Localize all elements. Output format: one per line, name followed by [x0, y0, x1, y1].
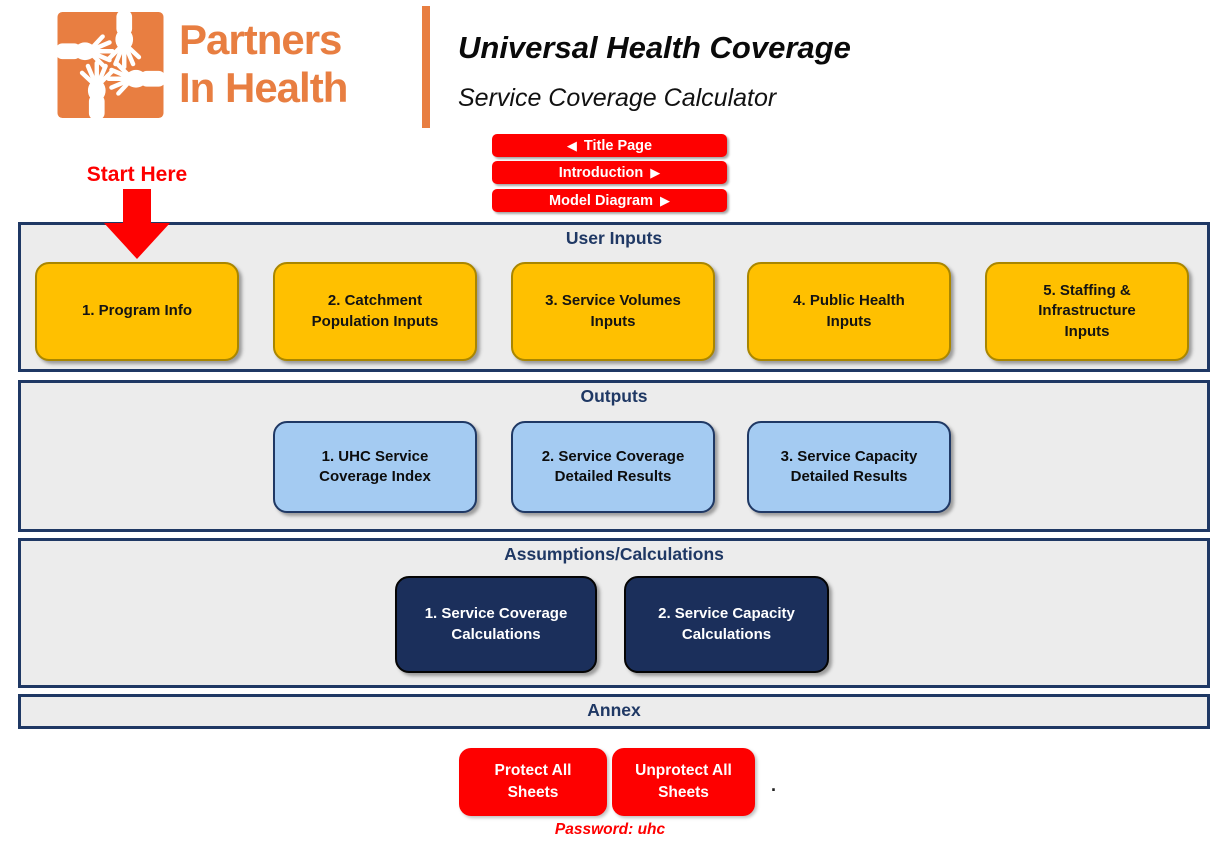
brand-line-1: Partners — [179, 16, 342, 63]
service-capacity-calculations-button[interactable]: 2. Service Capacity Calculations — [624, 576, 829, 673]
program-info-button[interactable]: 1. Program Info — [35, 262, 239, 361]
page-subtitle: Service Coverage Calculator — [458, 84, 777, 112]
annex-section: Annex — [18, 694, 1210, 729]
public-health-inputs-button[interactable]: 4. Public Health Inputs — [747, 262, 951, 361]
model-diagram-button[interactable]: Model Diagram ▶ — [492, 189, 727, 212]
service-capacity-detailed-results-button[interactable]: 3. Service Capacity Detailed Results — [747, 421, 951, 513]
start-here-label: Start Here — [86, 163, 188, 186]
outputs-title: Outputs — [580, 386, 648, 406]
stray-dot: . — [771, 775, 777, 795]
service-coverage-detailed-results-button[interactable]: 2. Service Coverage Detailed Results — [511, 421, 715, 513]
title-page-button[interactable]: ◀ Title Page — [492, 134, 727, 157]
title-page-label: Title Page — [583, 137, 653, 154]
protect-all-sheets-button[interactable]: Protect All Sheets — [459, 748, 607, 816]
service-coverage-calculations-button[interactable]: 1. Service Coverage Calculations — [395, 576, 597, 673]
annex-title: Annex — [587, 700, 641, 720]
assumptions-calculations-title: Assumptions/Calculations — [504, 544, 724, 564]
brand-divider — [422, 6, 430, 128]
pih-logo — [57, 12, 164, 118]
start-here-arrow-icon — [104, 189, 170, 259]
uhc-service-coverage-index-button[interactable]: 1. UHC Service Coverage Index — [273, 421, 477, 513]
outputs-section: Outputs 1. UHC Service Coverage Index 2.… — [18, 380, 1210, 532]
staffing-infrastructure-inputs-button[interactable]: 5. Staffing & Infrastructure Inputs — [985, 262, 1189, 361]
right-arrow-icon: ▶ — [650, 165, 661, 180]
page-title: Universal Health Coverage — [458, 30, 851, 65]
brand-name: Partners In Health — [179, 16, 348, 112]
catchment-population-inputs-button[interactable]: 2. Catchment Population Inputs — [273, 262, 477, 361]
right-arrow-icon: ▶ — [659, 193, 670, 208]
unprotect-all-sheets-button[interactable]: Unprotect All Sheets — [612, 748, 755, 816]
brand-line-2: In Health — [179, 64, 348, 111]
assumptions-calculations-section: Assumptions/Calculations 1. Service Cove… — [18, 538, 1210, 688]
password-note: Password: uhc — [554, 821, 666, 838]
user-inputs-section: User Inputs 1. Program Info 2. Catchment… — [18, 222, 1210, 372]
service-volumes-inputs-button[interactable]: 3. Service Volumes Inputs — [511, 262, 715, 361]
introduction-button[interactable]: Introduction ▶ — [492, 161, 727, 184]
introduction-label: Introduction — [558, 164, 644, 181]
left-arrow-icon: ◀ — [566, 138, 577, 153]
user-inputs-title: User Inputs — [565, 228, 663, 248]
model-diagram-label: Model Diagram — [549, 192, 653, 209]
